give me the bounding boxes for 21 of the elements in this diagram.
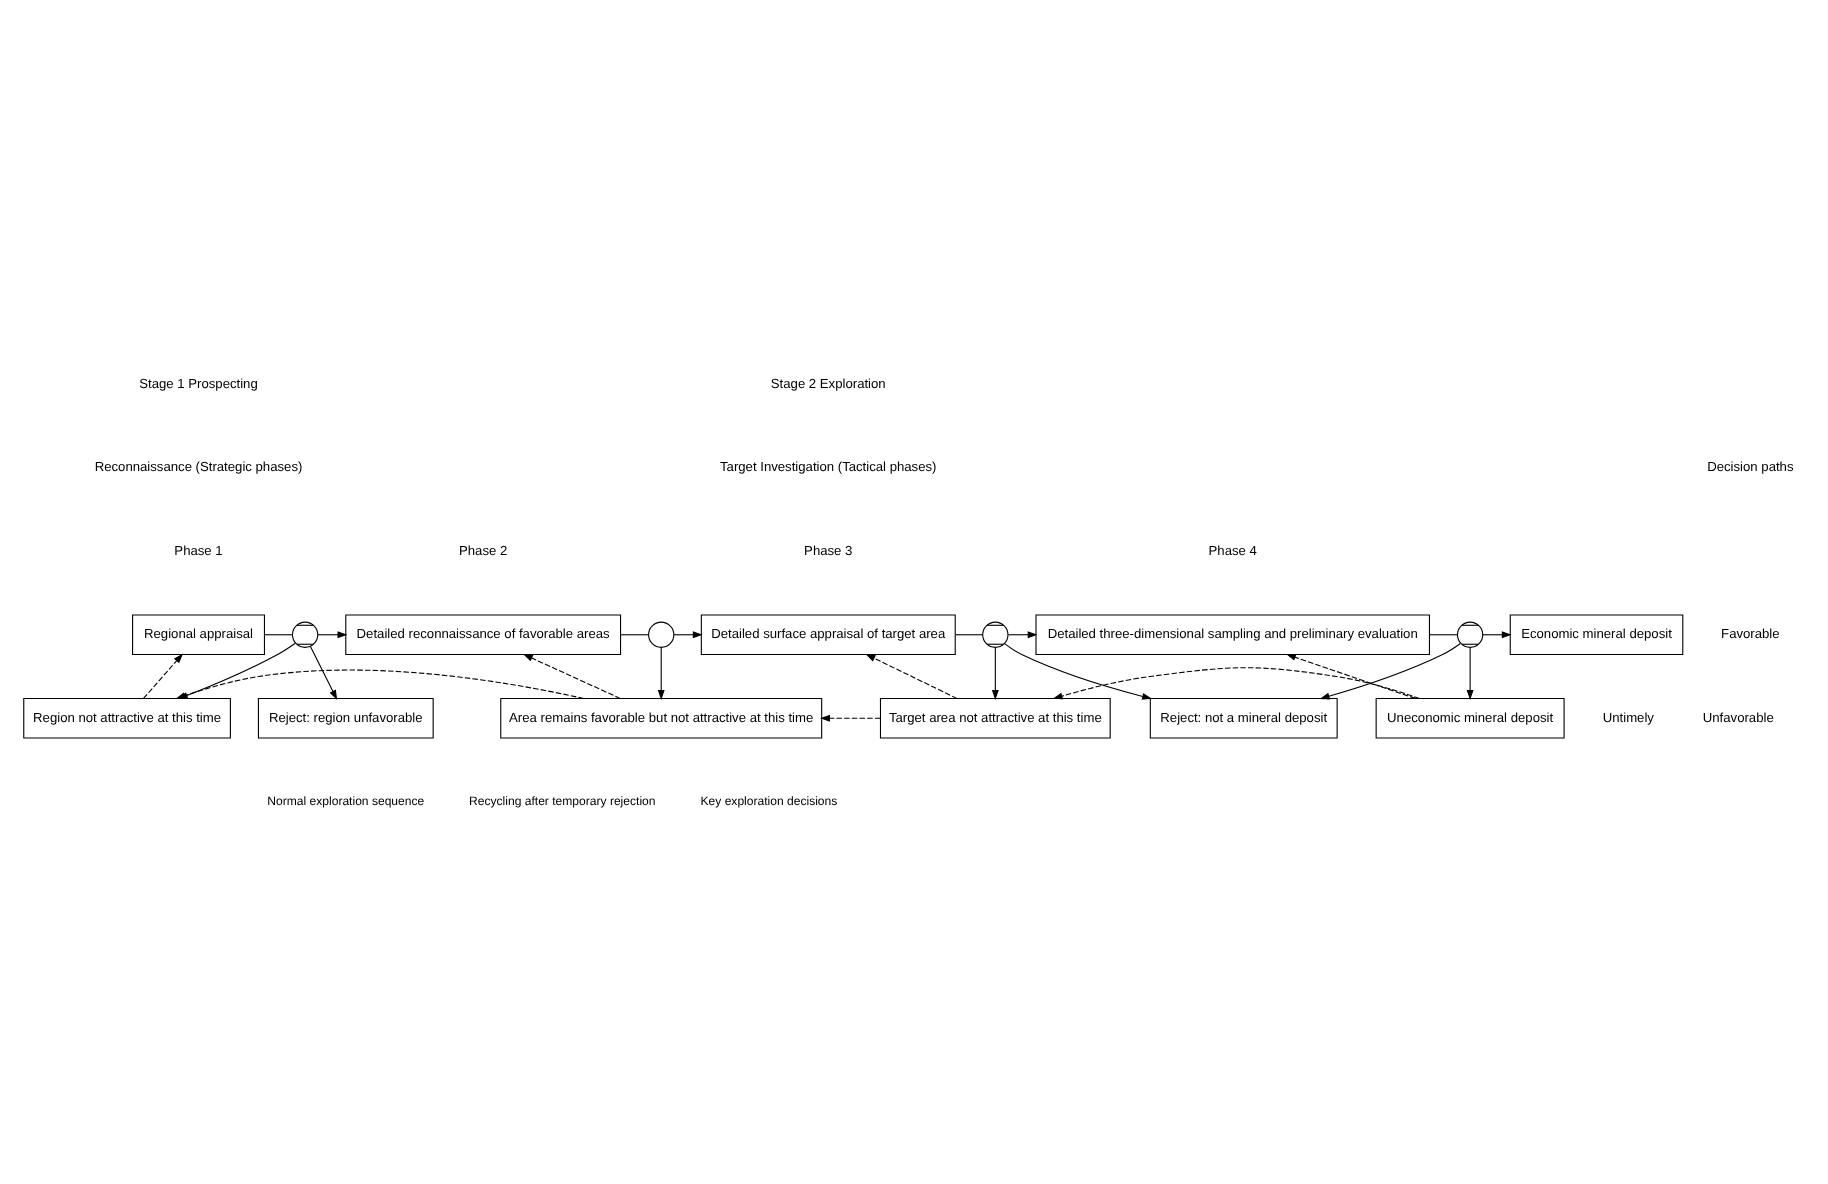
connector [954, 633, 984, 635]
arrow [657, 645, 665, 699]
arrow [1007, 630, 1038, 638]
arrow [1285, 653, 1416, 698]
connector [620, 633, 649, 635]
arrow [820, 713, 881, 721]
node-circle [648, 620, 675, 647]
connector [1429, 633, 1458, 635]
connector [264, 633, 293, 635]
arrow [991, 645, 999, 699]
arrow [309, 644, 338, 699]
arrow [522, 653, 621, 698]
arrow [673, 630, 703, 638]
arrow [1319, 641, 1461, 699]
arrow [1052, 666, 1420, 699]
arrow [865, 653, 958, 698]
arrow [1482, 630, 1512, 638]
arrow [143, 652, 184, 698]
arrow [1466, 645, 1474, 699]
arrow [317, 630, 348, 638]
arrow [1004, 642, 1153, 699]
